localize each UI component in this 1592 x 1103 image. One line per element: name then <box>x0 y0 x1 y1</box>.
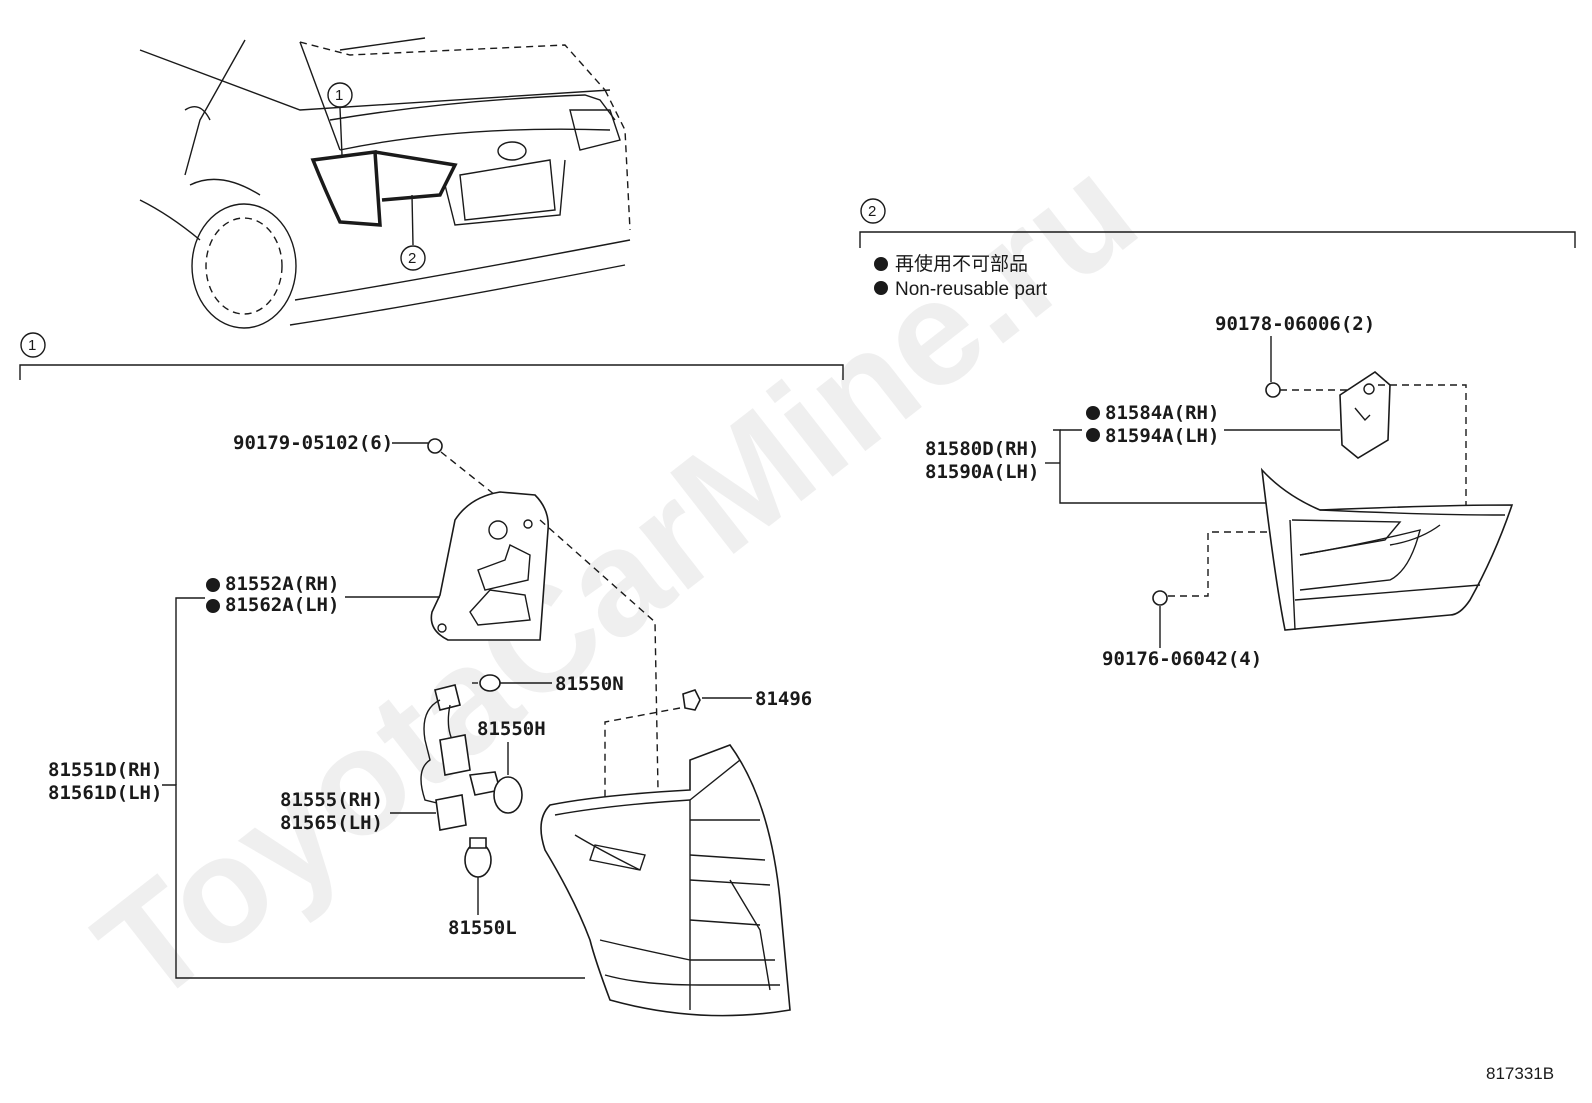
section-2-parts: 90178-06006(2) 81584A(RH) 81594A(LH) 815… <box>925 313 1514 670</box>
callout-1-car: 1 <box>327 82 353 108</box>
svg-text:1: 1 <box>335 87 343 104</box>
part-81552A-rh: 81552A(RH) <box>225 573 339 595</box>
legend-jp: 再使用不可部品 <box>895 253 1028 275</box>
part-81551D-rh: 81551D(RH) <box>48 759 162 781</box>
legend: 再使用不可部品 Non-reusable part <box>874 253 1048 300</box>
callout-2-car: 2 <box>400 245 426 271</box>
part-81594A-lh: 81594A(LH) <box>1105 425 1219 447</box>
part-90176-06042: 90176-06042(4) <box>1102 648 1262 670</box>
section-1-bracket: 1 <box>19 332 844 380</box>
section-2-bracket: 2 <box>859 198 1576 248</box>
part-81550H: 81550H <box>477 718 546 740</box>
part-81590A-lh: 81590A(LH) <box>925 461 1039 483</box>
part-81580D-rh: 81580D(RH) <box>925 438 1039 460</box>
part-81550L: 81550L <box>448 917 517 939</box>
part-81584A-rh: 81584A(RH) <box>1105 402 1219 424</box>
svg-text:2: 2 <box>868 203 876 220</box>
diagram-code: 817331B <box>1486 1064 1554 1083</box>
part-81496: 81496 <box>755 688 812 710</box>
svg-text:2: 2 <box>408 250 416 267</box>
section-1-parts: 90179-05102(6) 81552A(RH) 81562A(LH) 815… <box>48 432 812 1017</box>
part-90178-06006: 90178-06006(2) <box>1215 313 1375 335</box>
part-81550N: 81550N <box>555 673 624 695</box>
part-81555-rh: 81555(RH) <box>280 789 383 811</box>
part-90179-05102: 90179-05102(6) <box>233 432 393 454</box>
part-81561D-lh: 81561D(LH) <box>48 782 162 804</box>
part-81562A-lh: 81562A(LH) <box>225 594 339 616</box>
legend-en: Non-reusable part <box>895 279 1048 300</box>
car-overview-illustration <box>139 37 631 329</box>
svg-text:1: 1 <box>28 337 36 354</box>
part-81565-lh: 81565(LH) <box>280 812 383 834</box>
